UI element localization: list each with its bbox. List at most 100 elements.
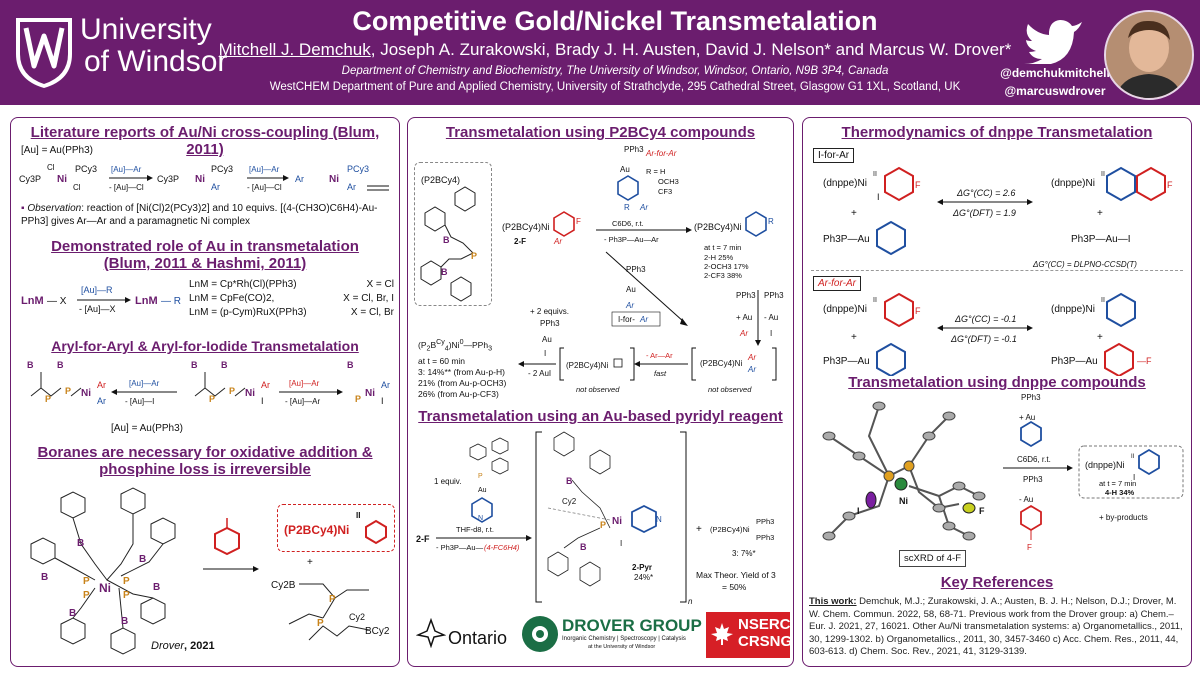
au-role-table: LnM = Cp*Rh(Cl)(PPh3)X = Cl LnM = CpFe(C… — [189, 278, 394, 320]
au-role-row: LnM = CpFe(CO)2,X = Cl, Br, I — [189, 293, 394, 304]
svg-text:(P2BCy4)Ni: (P2BCy4)Ni — [502, 222, 550, 232]
au-role-scheme: LnM — X [Au]—R - [Au]—X LnM — R — [21, 285, 181, 314]
oxidative-addition-box: (P2BCy4)Ni II — [277, 504, 395, 552]
svg-text:- Ph3P—Au—: - Ph3P—Au— — [436, 543, 484, 552]
svg-text:Ar-for-Ar: Ar-for-Ar — [645, 149, 677, 158]
drover-group-icon — [522, 616, 558, 652]
svg-text:Au: Au — [542, 335, 552, 344]
p2bcy4-ligand-box: (P2BCy4) B B P — [414, 162, 492, 306]
svg-text:R: R — [768, 217, 774, 226]
plus-sign: + — [307, 557, 313, 568]
drover-citation: Drover, 2021 — [151, 640, 215, 653]
svg-text:Ph3P—Au: Ph3P—Au — [823, 234, 870, 245]
university-name: University of Windsor — [80, 14, 227, 78]
svg-text:(dnppe)Ni: (dnppe)Ni — [823, 178, 867, 189]
svg-text:B: B — [77, 538, 84, 549]
svg-text:LnM: LnM — [21, 295, 44, 307]
xrd-caption: scXRD of 4-F — [899, 550, 967, 567]
svg-text:(dnppe)Ni: (dnppe)Ni — [1051, 178, 1095, 189]
svg-text:II: II — [1101, 297, 1105, 304]
yield-line: 21% (from Au-p-OCH3) — [418, 378, 507, 388]
svg-text:F: F — [915, 306, 921, 316]
observation-body: : reaction of [Ni(Cl)2(PCy3)2] and 10 eq… — [21, 203, 378, 227]
svg-text:ΔG°(DFT) = 1.9: ΔG°(DFT) = 1.9 — [952, 208, 1016, 218]
svg-text:[Au]—R: [Au]—R — [81, 285, 113, 295]
svg-text:I-for-: I-for- — [618, 315, 635, 324]
author-photo — [1104, 10, 1194, 100]
svg-text:I: I — [1133, 473, 1135, 482]
p2bcy4-cycle-scheme: (P2BCy4)Ni F Ar 2-F PPh3 Au R Ar Ar-for-… — [502, 145, 784, 394]
svg-text:PPh3: PPh3 — [756, 517, 774, 526]
svg-text:P: P — [209, 394, 215, 404]
this-work-label: This work: — [809, 596, 857, 607]
twitter-bird-icon — [1024, 20, 1082, 64]
svg-text:+: + — [696, 524, 702, 535]
svg-text:Au: Au — [620, 165, 630, 174]
svg-text:C6D6, r.t.: C6D6, r.t. — [612, 219, 644, 228]
arrow1-bottom-label: - [Au]—I — [125, 397, 154, 406]
svg-text:24%*: 24%* — [634, 573, 653, 582]
svg-text:(4-FC6H4): (4-FC6H4) — [484, 543, 520, 552]
box-product-label: (P2BCy4)Ni — [284, 523, 350, 537]
svg-text:+ by-products: + by-products — [1099, 513, 1148, 522]
svg-text:P: P — [355, 394, 361, 404]
svg-text:fast: fast — [654, 369, 667, 378]
panel-literature: Literature reports of Au/Ni cross-coupli… — [10, 117, 400, 667]
svg-text:Ar: Ar — [739, 329, 748, 338]
thermo-block-2: (dnppe)Ni II F + Ph3P—Au ΔG°(CC) = -0.1 … — [823, 292, 1152, 376]
svg-text:2-F: 2-F — [514, 237, 526, 246]
svg-text:[Au]—Ar: [Au]—Ar — [111, 165, 142, 174]
maple-leaf-icon — [711, 623, 733, 645]
svg-text:B: B — [566, 476, 573, 486]
section-title-dnppe: Transmetalation using dnppe compounds — [848, 374, 1146, 391]
handle-drover[interactable]: @marcuswdrover — [1004, 84, 1106, 98]
block1-note: ΔG°(CC) = DLPNO-CCSD(T) — [1033, 260, 1137, 269]
svg-text:— X: — X — [47, 296, 67, 307]
svg-text:P: P — [83, 590, 90, 601]
svg-text:ΔG°(CC) = -0.1: ΔG°(CC) = -0.1 — [954, 314, 1016, 324]
svg-text:- Ph3P—Au—Ar: - Ph3P—Au—Ar — [604, 235, 659, 244]
svg-text:4-H 34%: 4-H 34% — [1105, 488, 1135, 497]
svg-text:Ni: Ni — [57, 174, 67, 185]
handle-demchuk[interactable]: @demchukmitchell — [1000, 66, 1110, 80]
block1-tag: I-for-Ar — [813, 148, 855, 163]
svg-text:THF-d8, r.t.: THF-d8, r.t. — [456, 525, 494, 534]
svg-text:at t = 7 min: at t = 7 min — [1099, 479, 1136, 488]
box-phenyl-ring — [365, 519, 387, 545]
svg-text:+: + — [851, 208, 857, 219]
svg-text:- Ar—Ar: - Ar—Ar — [646, 351, 673, 360]
svg-text:Au: Au — [478, 487, 487, 494]
svg-text:+ Au: + Au — [736, 313, 752, 322]
ni0-product: (P2BCy4)Ni0—PPh3 — [418, 338, 493, 353]
svg-text:+ Au: + Au — [1019, 413, 1035, 422]
nserc-logo: NSERC CRSNG — [706, 612, 793, 658]
svg-text:Cy3P: Cy3P — [157, 174, 179, 184]
portrait-image — [1106, 12, 1192, 98]
drover-group-subtitle: Inorganic Chemistry | Spectroscopy | Cat… — [562, 636, 686, 642]
svg-text:Ar: Ar — [295, 174, 304, 184]
svg-text:Ni: Ni — [81, 388, 91, 399]
nserc-text: NSERC CRSNG — [738, 616, 793, 650]
svg-text:F: F — [576, 217, 581, 226]
svg-text:P: P — [471, 251, 477, 261]
svg-text:R: R — [624, 203, 630, 212]
box-ni-oxidation: II — [356, 511, 361, 520]
svg-text:not observed: not observed — [708, 385, 752, 394]
svg-text:B: B — [347, 360, 354, 370]
svg-text:+: + — [1097, 208, 1103, 219]
svg-text:B: B — [121, 616, 128, 627]
xrd-i-label: I — [857, 506, 860, 516]
svg-text:- [Au]—Cl: - [Au]—Cl — [247, 183, 282, 192]
xrd-ni-label: Ni — [899, 496, 908, 506]
boranes-line2: phosphine loss is irreversible — [99, 461, 311, 478]
product-cy2b: Cy2B — [271, 580, 296, 591]
polymer-n: n — [688, 597, 693, 606]
section-title-thermodynamics: Thermodynamics of dnppe Transmetalation — [841, 124, 1153, 141]
svg-text:not observed: not observed — [576, 385, 620, 394]
svg-text:Ar: Ar — [97, 396, 106, 406]
svg-text:F: F — [1027, 543, 1032, 552]
svg-text:(dnppe)Ni: (dnppe)Ni — [1085, 460, 1125, 470]
section-title-references: Key References — [940, 574, 1054, 591]
university-line2: of Windsor — [84, 45, 228, 78]
dnppe-reaction-scheme: PPh3 + Au C6D6, r.t. PPh3 - Au F (dnppe)… — [1003, 393, 1184, 552]
